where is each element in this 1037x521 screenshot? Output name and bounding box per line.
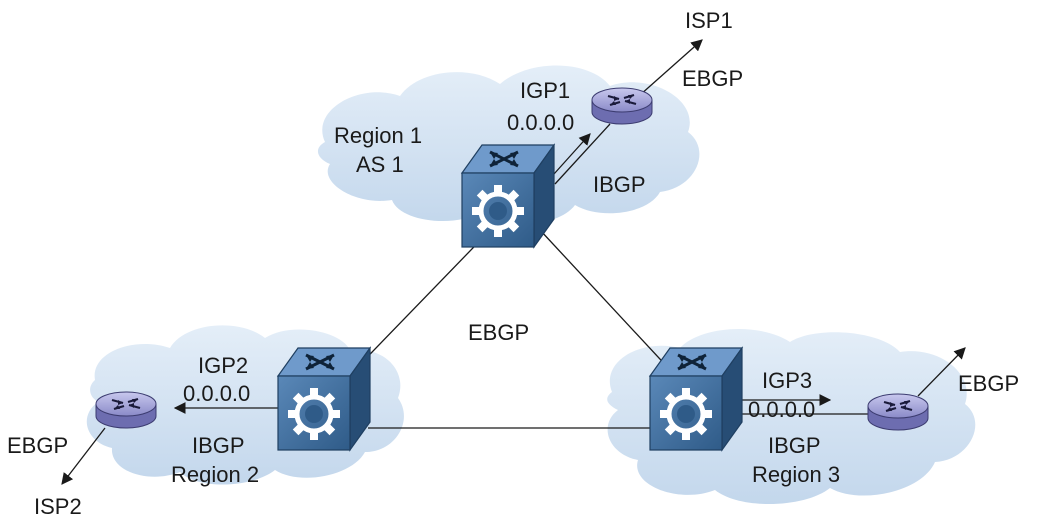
router-isp1-icon — [590, 86, 654, 126]
switch-region2-icon — [278, 348, 370, 450]
arrow-isp1 — [639, 39, 703, 96]
igp3-address-label: 0.0.0.0 — [748, 397, 815, 422]
ibgp-region2-label: IBGP — [192, 433, 245, 458]
igp1-label: IGP1 — [520, 78, 570, 103]
region2-name-label: Region 2 — [171, 462, 259, 487]
arrow-region3-ebgp — [917, 347, 966, 397]
switch-region3-icon — [650, 348, 742, 450]
arrow-isp2 — [61, 427, 106, 485]
link-r1-r3 — [539, 229, 673, 373]
ebgp-isp2-label: EBGP — [7, 433, 68, 458]
link-switch1-router1 — [554, 123, 611, 185]
ibgp-region3-label: IBGP — [768, 433, 821, 458]
ebgp-isp1-label: EBGP — [682, 66, 743, 91]
region1-name-label: Region 1 — [334, 123, 422, 148]
igp1-address-label: 0.0.0.0 — [507, 110, 574, 135]
router-isp2-icon — [94, 390, 158, 430]
ebgp-region3-label: EBGP — [958, 371, 1019, 396]
region3-name-label: Region 3 — [752, 462, 840, 487]
region1-as-label: AS 1 — [356, 152, 404, 177]
isp1-label: ISP1 — [685, 8, 733, 33]
igp2-address-label: 0.0.0.0 — [183, 381, 250, 406]
isp2-label: ISP2 — [34, 494, 82, 519]
igp2-label: IGP2 — [198, 353, 248, 378]
igp3-label: IGP3 — [762, 368, 812, 393]
ebgp-core-label: EBGP — [468, 320, 529, 345]
router-region3-icon — [866, 392, 930, 432]
switch-region1-icon — [462, 145, 554, 247]
ibgp-region1-label: IBGP — [593, 172, 646, 197]
